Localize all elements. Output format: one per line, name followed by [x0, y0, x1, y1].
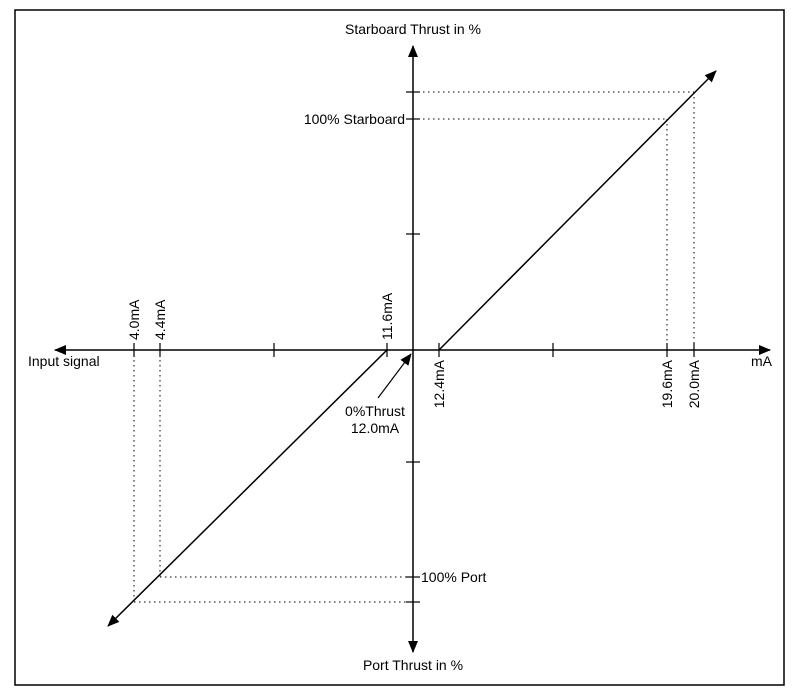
center-note-line1: 0%Thrust — [345, 403, 405, 419]
marker-label-4-4: 4.4mA — [152, 299, 168, 340]
x-axis-right-label: mA — [751, 353, 773, 369]
center-pointer-arrow — [377, 353, 412, 399]
port-100-label: 100% Port — [421, 569, 486, 585]
marker-label-12-4: 12.4mA — [431, 359, 447, 408]
port-characteristic-arrow — [107, 349, 388, 627]
y-axis-top-label: Starboard Thrust in % — [345, 21, 481, 37]
marker-label-20-0: 20.0mA — [686, 359, 702, 408]
x-axis-left-label: Input signal — [28, 353, 100, 369]
diagram-frame — [14, 9, 785, 686]
y-axis-bottom-label: Port Thrust in % — [363, 657, 463, 673]
marker-label-11-6: 11.6mA — [379, 292, 395, 340]
starboard-characteristic-arrow — [438, 70, 717, 351]
marker-label-4-0: 4.0mA — [126, 299, 142, 340]
dotted-guides — [133, 91, 695, 603]
axis-ticks — [133, 91, 695, 603]
center-note-line2: 12.0mA — [351, 420, 400, 436]
starboard-100-label: 100% Starboard — [304, 111, 405, 127]
marker-label-19-6: 19.6mA — [659, 359, 675, 408]
